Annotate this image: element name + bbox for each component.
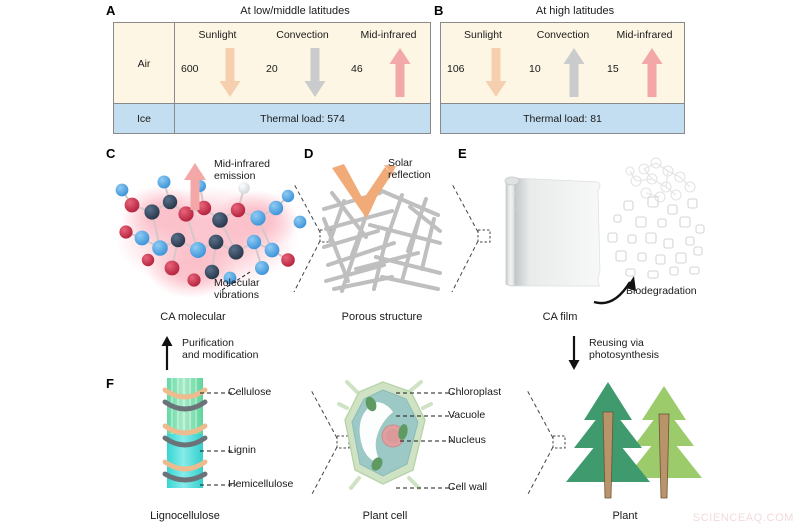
panel-a-label: A bbox=[106, 3, 116, 18]
panel-e-arrow-biodegradation bbox=[592, 272, 646, 306]
panel-b-flow-convection-value: 10 bbox=[529, 63, 541, 75]
panel-b-arrow-down-sunlight bbox=[485, 48, 507, 98]
panel-b-flow-sunlight-value: 106 bbox=[447, 63, 465, 75]
panel-b-table: Thermal load: 81 Sunlight 106 Convection… bbox=[440, 22, 685, 134]
callout-connector-de bbox=[446, 182, 492, 294]
panel-b-title: At high latitudes bbox=[535, 5, 615, 17]
panel-f-leader-hemicellulose bbox=[200, 484, 236, 486]
panel-a-arrow-up-midinfrared bbox=[389, 48, 411, 98]
panel-a-flow-sunlight-value: 600 bbox=[181, 63, 199, 75]
panel-f-leader-cell-wall bbox=[396, 487, 454, 489]
panel-b-arrow-up-convection bbox=[563, 48, 585, 98]
panel-c-annotation-emission: Mid-infrared emission bbox=[214, 158, 270, 183]
panel-a-arrow-down-sunlight bbox=[219, 48, 241, 98]
panel-b-label: B bbox=[434, 3, 444, 18]
panel-a-flow-convection-value: 20 bbox=[266, 63, 278, 75]
panel-f-caption-plant-cell: Plant cell bbox=[362, 510, 408, 522]
panel-f-leader-nucleus bbox=[400, 440, 454, 442]
panel-c-arrow-up-emission bbox=[183, 163, 207, 211]
panel-b-thermal-load: Thermal load: 81 bbox=[523, 113, 602, 125]
panel-f-label-vacuole: Vacuole bbox=[448, 409, 486, 421]
panel-e-biodegradation-fragments bbox=[600, 155, 710, 285]
panel-f-caption-plant: Plant bbox=[612, 510, 638, 522]
connector-arrow-down-reusing bbox=[567, 336, 581, 370]
panel-f-leader-lignin bbox=[200, 450, 236, 452]
panel-e-film-roll-graphic bbox=[478, 172, 618, 292]
panel-a-flow-sunlight: Sunlight 600 bbox=[175, 23, 260, 133]
panel-b-flow-midinfrared-title: Mid-infrared bbox=[616, 29, 673, 41]
panel-f-leader-cellulose bbox=[200, 392, 236, 394]
panel-b-arrow-up-midinfrared bbox=[641, 48, 663, 98]
panel-b-flow-convection: Convection 10 bbox=[523, 23, 603, 133]
panel-d-label: D bbox=[304, 146, 314, 161]
panel-f-plant-cell-graphic bbox=[337, 378, 433, 490]
panel-e-annotation-biodegradation: Biodegradation bbox=[626, 285, 697, 297]
panel-a-flow-midinfrared: Mid-infrared 46 bbox=[345, 23, 432, 133]
panel-e-label: E bbox=[458, 146, 467, 161]
panel-a-column-divider bbox=[174, 23, 175, 133]
panel-f-leader-chloroplast bbox=[396, 392, 454, 394]
panel-c-molecule-graphic bbox=[112, 160, 312, 305]
connector-label-purification-line2: and modification bbox=[182, 349, 259, 362]
panel-b-flow-sunlight: Sunlight 106 bbox=[443, 23, 523, 133]
panel-c-label: C bbox=[106, 146, 116, 161]
watermark: SCIENCEAQ.COM bbox=[692, 512, 794, 524]
connector-label-reusing-line2: photosynthesis bbox=[589, 349, 660, 362]
panel-f-label-chloroplast: Chloroplast bbox=[448, 386, 502, 398]
panel-f-label-cellulose: Cellulose bbox=[228, 386, 272, 398]
panel-c-annotation-vibrations-line1: Molecular bbox=[214, 277, 260, 289]
panel-a-title: At low/middle latitudes bbox=[240, 5, 350, 17]
panel-a-flow-sunlight-title: Sunlight bbox=[198, 29, 237, 41]
panel-d-annotation-line1: Solar bbox=[388, 157, 413, 169]
panel-c-annotation-emission-line1: Mid-infrared bbox=[214, 158, 271, 170]
panel-c-caption: CA molecular bbox=[160, 311, 226, 323]
panel-d-arrow-solar-reflection bbox=[326, 164, 398, 220]
panel-f-label: F bbox=[106, 376, 114, 391]
panel-e-caption: CA film bbox=[542, 311, 578, 323]
panel-d-caption: Porous structure bbox=[341, 311, 423, 323]
panel-b-flow-sunlight-title: Sunlight bbox=[464, 29, 502, 41]
panel-f-label-cell-wall: Cell wall bbox=[448, 481, 488, 493]
panel-a-flow-midinfrared-title: Mid-infrared bbox=[360, 29, 417, 41]
panel-c-annotation-emission-line2: emission bbox=[214, 170, 256, 183]
panel-a-flow-convection-title: Convection bbox=[276, 29, 329, 41]
panel-b-flow-midinfrared: Mid-infrared 15 bbox=[603, 23, 686, 133]
panel-c-annotation-vibrations-line2: vibrations bbox=[214, 289, 259, 302]
panel-f-lignocellulose-graphic bbox=[155, 378, 215, 488]
panel-b-ice-row bbox=[441, 103, 684, 133]
callout-connector-f2-f3 bbox=[521, 388, 567, 498]
panel-a-flow-convection: Convection 20 bbox=[260, 23, 345, 133]
panel-a-row-label-air: Air bbox=[137, 58, 151, 70]
panel-c-annotation-vibrations: Molecular vibrations bbox=[214, 277, 260, 302]
panel-d-annotation-line2: reflection bbox=[388, 169, 431, 182]
connector-label-reusing: Reusing via photosynthesis bbox=[589, 337, 659, 362]
panel-f-label-hemicellulose: Hemicellulose bbox=[228, 478, 294, 490]
connector-arrow-up-purification bbox=[160, 336, 174, 370]
panel-f-label-nucleus: Nucleus bbox=[448, 434, 486, 446]
connector-label-reusing-line1: Reusing via bbox=[589, 337, 644, 349]
panel-a-row-label-ice: Ice bbox=[136, 113, 151, 125]
panel-a-air-row bbox=[114, 23, 430, 105]
panel-a-thermal-load: Thermal load: 574 bbox=[260, 113, 345, 125]
panel-b-flow-midinfrared-value: 15 bbox=[607, 63, 619, 75]
panel-a-arrow-down-convection bbox=[304, 48, 326, 98]
panel-a-flow-midinfrared-value: 46 bbox=[351, 63, 363, 75]
connector-label-purification: Purification and modification bbox=[182, 337, 258, 362]
panel-d-porous-structure-graphic bbox=[322, 185, 442, 297]
panel-a-ice-row bbox=[114, 103, 430, 133]
panel-f-leader-vacuole bbox=[396, 415, 454, 417]
panel-f-caption-lignocellulose: Lignocellulose bbox=[150, 510, 220, 522]
panel-a-table: Air Ice Thermal load: 574 Sunlight 600 C… bbox=[113, 22, 431, 134]
panel-f-plant-trees-graphic bbox=[560, 378, 710, 500]
connector-label-purification-line1: Purification bbox=[182, 337, 234, 349]
panel-f-label-lignin: Lignin bbox=[228, 444, 257, 456]
panel-b-flow-convection-title: Convection bbox=[536, 29, 590, 41]
panel-d-annotation-solar-reflection: Solar reflection bbox=[388, 157, 431, 182]
